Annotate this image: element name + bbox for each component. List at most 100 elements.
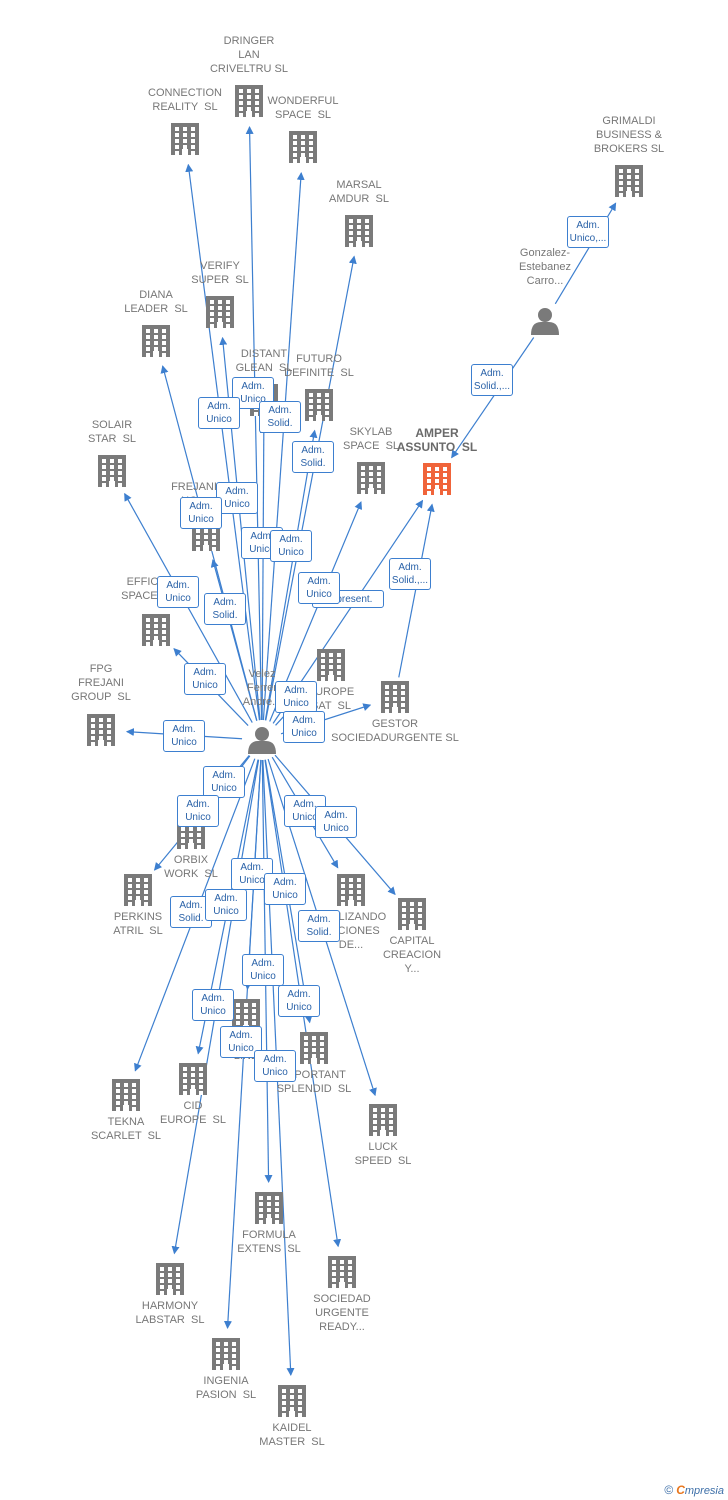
node-label-futuro: FUTURO DEFINITE SL — [284, 353, 354, 379]
node-label-sociedad: SOCIEDAD URGENTE READY... — [313, 1293, 371, 1333]
building-icon[interactable] — [142, 614, 170, 646]
relation-badge-futuro[interactable]: Adm. Solid. — [259, 401, 301, 433]
edge-gestor-focus — [398, 503, 435, 678]
node-label-formula: FORMULA EXTENS SL — [237, 1229, 301, 1255]
relation-badge-grimaldi[interactable]: Adm. Unico,... — [567, 216, 609, 248]
node-label-diana: DIANA LEADER SL — [124, 289, 188, 315]
focus-company-building-icon[interactable] — [423, 463, 451, 495]
footer-brand[interactable]: ©Cmpresia — [664, 1483, 724, 1497]
building-icon[interactable] — [345, 215, 373, 247]
relation-badge-skylab[interactable]: Adm. Unico — [157, 576, 199, 608]
building-icon[interactable] — [171, 123, 199, 155]
node-label-marsal: MARSAL AMDUR SL — [329, 179, 389, 205]
node-label-luck: LUCK SPEED SL — [354, 1141, 412, 1167]
node-label-kaidel: KAIDEL MASTER SL — [259, 1422, 325, 1448]
node-label-harmony: HARMONY LABSTAR SL — [135, 1300, 205, 1326]
node-label-effici: EFFICI SPACE... — [121, 576, 167, 602]
relation-badge-marsal[interactable]: Adm. Solid. — [292, 441, 334, 473]
node-label-grimaldi: GRIMALDI BUSINESS & BROKERS SL — [593, 115, 665, 155]
node-label-distant: DISTANT GLEAN SL — [235, 348, 293, 374]
building-icon[interactable] — [300, 1032, 328, 1064]
node-label-orbix: ORBIX WORK SL — [164, 854, 218, 880]
building-icon[interactable] — [615, 165, 643, 197]
person-icon[interactable] — [248, 727, 276, 754]
node-label-perkins: PERKINS ATRIL SL — [113, 911, 163, 937]
building-icon[interactable] — [369, 1104, 397, 1136]
building-icon[interactable] — [328, 1256, 356, 1288]
brand-name: mpresia — [684, 1485, 724, 1497]
node-label-solair: SOLAIR STAR SL — [87, 419, 137, 445]
building-icon[interactable] — [98, 455, 126, 487]
building-icon[interactable] — [112, 1079, 140, 1111]
building-icon[interactable] — [289, 131, 317, 163]
relation-badge-kaidel[interactable]: Adm. Unico — [283, 711, 325, 743]
relation-badge-tekna[interactable]: Adm. Solid. — [298, 910, 340, 942]
node-label-capital: CAPITAL CREACION Y... — [382, 935, 442, 975]
building-icon[interactable] — [357, 462, 385, 494]
building-icon[interactable] — [255, 1192, 283, 1224]
node-label-tekna: TEKNA SCARLET SL — [90, 1116, 162, 1142]
node-label-connection: CONNECTION REALITY SL — [148, 87, 222, 113]
relation-badge-important[interactable]: Adm. Unico — [264, 873, 306, 905]
node-label-important: IMPORTANT SPLENDID SL — [276, 1069, 352, 1095]
edge-velez-futuro — [264, 429, 318, 721]
building-icon[interactable] — [124, 874, 152, 906]
node-label-fpg: FPG FREJANI GROUP SL — [71, 663, 131, 703]
relation-badge-verify[interactable]: Adm. Unico — [198, 397, 240, 429]
relation-badge-orbix[interactable]: Adm. Unico — [177, 795, 219, 827]
relation-badge-focus[interactable]: Adm. Solid.,... — [471, 364, 513, 396]
relation-badge-diana[interactable]: Adm. Unico — [180, 497, 222, 529]
node-label-europe_sat: EUROPE SAT SL — [307, 686, 355, 712]
building-icon[interactable] — [337, 874, 365, 906]
node-label-gonzalez: Gonzalez- Estebanez Carro... — [519, 247, 571, 287]
node-label-gestor: GESTOR SOCIEDADURGENTE SL — [331, 718, 459, 744]
person-icon[interactable] — [531, 308, 559, 335]
node-icons — [87, 85, 643, 1417]
relation-badge-gestor[interactable]: Adm. Unico — [203, 766, 245, 798]
building-icon[interactable] — [87, 714, 115, 746]
relation-badge-cid[interactable]: Adm. Unico — [192, 989, 234, 1021]
node-label-velez: Velez Ferrer Andre... — [242, 668, 282, 708]
node-label-wonderful: WONDERFUL SPACE SL — [267, 95, 339, 121]
building-icon[interactable] — [235, 85, 263, 117]
relation-badge-fpg[interactable]: Adm. Unico — [184, 663, 226, 695]
building-icon[interactable] — [142, 325, 170, 357]
edge-velez-marsal — [265, 255, 357, 721]
copyright-symbol: © — [664, 1483, 674, 1497]
relation-badge-effici[interactable]: Adm. Unico — [275, 681, 317, 713]
edge-velez-connection — [185, 163, 261, 721]
relation-badge-harmony[interactable]: Adm. Unico — [242, 954, 284, 986]
building-icon[interactable] — [278, 1385, 306, 1417]
relation-badge-luck[interactable]: Adm. Unico — [205, 889, 247, 921]
building-icon[interactable] — [232, 999, 260, 1031]
relation-badge-frejani_ho[interactable]: Adm. Unico — [216, 482, 258, 514]
relation-badge-europe_sat[interactable]: Adm. Unico — [163, 720, 205, 752]
relation-badge-wonderful[interactable]: Adm. Unico — [298, 572, 340, 604]
building-icon[interactable] — [179, 1063, 207, 1095]
relation-badge-ingenia[interactable]: Adm. Unico — [254, 1050, 296, 1082]
building-icon[interactable] — [317, 649, 345, 681]
building-icon[interactable] — [212, 1338, 240, 1370]
edge-velez-solair — [124, 492, 253, 723]
building-icon[interactable] — [398, 898, 426, 930]
building-icon[interactable] — [305, 389, 333, 421]
node-label-focus: AMPER ASSUNTO SL — [396, 426, 478, 454]
edge-gonzalez-focus — [451, 337, 535, 459]
node-label-verify: VERIFY SUPER SL — [191, 260, 249, 286]
edge-velez-distant — [259, 424, 268, 721]
relation-badge-capital[interactable]: Adm. Unico — [315, 806, 357, 838]
edge-velez-wonderful — [262, 171, 305, 721]
node-label-skylab: SKYLAB SPACE SL — [342, 426, 400, 452]
relation-badge-formula[interactable]: Adm. Unico — [278, 985, 320, 1017]
building-icon[interactable] — [156, 1263, 184, 1295]
node-label-dringer: DRINGER LAN CRIVELTRU SL — [209, 35, 289, 75]
node-label-ingenia: INGENIA PASION SL — [195, 1375, 257, 1401]
relation-badge-solair[interactable]: Adm. Solid. — [204, 593, 246, 625]
building-icon[interactable] — [381, 681, 409, 713]
relation-badge-focus[interactable]: Adm. Solid.,... — [389, 558, 431, 590]
node-label-cid: CID EUROPE SL — [159, 1100, 227, 1126]
relation-badge-dringer[interactable]: Adm. Unico — [270, 530, 312, 562]
edge-velez-dringer — [245, 125, 263, 721]
building-icon[interactable] — [206, 296, 234, 328]
